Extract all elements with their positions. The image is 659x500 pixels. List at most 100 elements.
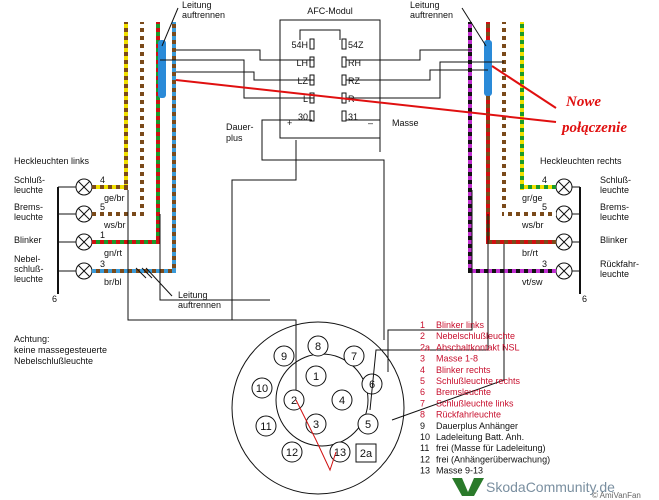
left-lamp-wire-code: ws/br — [103, 220, 126, 230]
left-lamp-pin-num: 4 — [100, 175, 105, 185]
lamp-cross — [77, 180, 91, 194]
left-lamp-wire-code: gn/rt — [104, 248, 123, 258]
afc-module-box — [279, 19, 381, 139]
conn-54 — [299, 29, 341, 40]
left-lamp-pin-num: 3 — [100, 259, 105, 269]
afc-pin-rz: RZ — [348, 76, 360, 86]
socket-pin-label: 9 — [281, 351, 287, 363]
socket-pin-12 — [281, 441, 303, 463]
note-line1: Achtung: — [14, 334, 50, 344]
legend-text: Ladeleitung Batt. Anh. — [436, 432, 524, 442]
right-lamp-wire — [468, 269, 556, 273]
wire-vt-sw-right — [468, 22, 472, 272]
left-lamp-wire-code: ge/br — [104, 193, 125, 203]
legend-num: 7 — [420, 398, 425, 408]
left-lamp-pin-num: 5 — [100, 202, 105, 212]
socket-pin-label: 1 — [313, 371, 319, 383]
lamp-cross — [77, 264, 91, 278]
afc-pin-30: 30 — [298, 112, 308, 122]
afc-plus-sign: + — [287, 118, 292, 128]
conn-lz — [176, 71, 314, 81]
socket-pin-label: 10 — [256, 383, 268, 395]
afc-pin-contact — [309, 38, 315, 50]
afc-pin-31: 31 — [348, 112, 358, 122]
socket-pin-11 — [255, 415, 277, 437]
socket-pin-label: 12 — [286, 447, 298, 459]
socket-pin-label: 2 — [291, 395, 297, 407]
right-lights-heading: Heckleuchten rechts — [540, 156, 622, 166]
legend-text: frei (Masse für Ladeleitung) — [436, 443, 546, 453]
right-lamp-pin-num: 3 — [542, 259, 547, 269]
right-lamp-pin-num: 4 — [542, 175, 547, 185]
left-lamp-wire — [92, 269, 176, 273]
left-lamp-wire — [92, 185, 128, 189]
legend-num: 9 — [420, 421, 425, 431]
legend-text: Rückfahrleuchte — [436, 410, 501, 420]
legend-num: 12 — [420, 454, 430, 464]
afc-pin-contact — [341, 74, 347, 86]
lamp-cross — [557, 264, 571, 278]
left-lamp-name: Schluß-leuchte — [14, 175, 45, 195]
right-lamp-wire — [502, 212, 556, 216]
watermark-copyright: © AmiVanFan — [592, 491, 641, 500]
socket-pin-label: 3 — [313, 419, 319, 431]
legend-num: 4 — [420, 365, 425, 375]
legend-text: Schlußleuchte links — [436, 398, 514, 408]
cut-marker-left — [158, 40, 166, 98]
left-lamp-name: Blinker — [14, 235, 42, 245]
right-lamp-name: Schluß-leuchte — [600, 175, 631, 195]
legend-num: 10 — [420, 432, 430, 442]
lamp-cross — [557, 235, 571, 249]
socket-pin-label: 13 — [334, 447, 346, 459]
right-lamp-wire-code: br/rt — [522, 248, 539, 258]
afc-pin-rh: RH — [348, 58, 361, 68]
right-lamp-wire-code: vt/sw — [522, 277, 543, 287]
socket-pin-1 — [305, 365, 327, 387]
skoda-logo-mark — [452, 478, 484, 496]
legend-text: Blinker rechts — [436, 365, 491, 375]
new-connection-line-2 — [491, 65, 557, 109]
legend-text: frei (Anhängerüberwachung) — [436, 454, 550, 464]
socket-pin-4 — [331, 389, 353, 411]
socket-pin-label: 4 — [339, 395, 345, 407]
right-lamp-name: Rückfahr-leuchte — [600, 259, 639, 279]
legend-text: Masse 1-8 — [436, 354, 478, 364]
socket-pin-label: 5 — [365, 419, 371, 431]
watermark-site: SkodaCommunity.de — [486, 479, 615, 495]
right-lamp-pin-num: 5 — [542, 202, 547, 212]
dauerplus-line1: Dauer- — [226, 122, 254, 132]
lamp-cross — [557, 180, 571, 194]
note-line3: Nebelschlußleuchte — [14, 356, 93, 366]
conn-r — [346, 61, 504, 99]
conn-masse — [346, 119, 381, 152]
conn-l — [160, 59, 314, 99]
socket-pin-9 — [273, 345, 295, 367]
cut-marker-right — [484, 40, 492, 96]
left-lights-heading: Heckleuchten links — [14, 156, 90, 166]
legend-text: Bremsleuchte — [436, 387, 491, 397]
socket-internal-link — [295, 399, 337, 472]
afc-pin-contact — [309, 110, 315, 122]
wire-ws-br-right — [502, 22, 506, 216]
left-ground-num: 6 — [52, 294, 57, 304]
left-lamp-name: Nebel-schluß-leuchte — [14, 254, 44, 284]
right-lamp-row: Rückfahr-leuchte 3 vt/sw — [468, 259, 639, 287]
left-wire-bundle — [124, 22, 176, 270]
afc-pin-lh: LH — [296, 58, 308, 68]
right-lamp-wire-code: ws/br — [521, 220, 544, 230]
left-lamp-wire-code: br/bl — [104, 277, 122, 287]
conn-dauerplus — [261, 119, 385, 340]
cut-pointer-left — [161, 7, 179, 47]
conn-lh — [176, 49, 314, 61]
legend-text: Dauerplus Anhänger — [436, 421, 518, 431]
afc-pin-54z: 54Z — [348, 40, 364, 50]
lamp-cross — [77, 207, 91, 221]
